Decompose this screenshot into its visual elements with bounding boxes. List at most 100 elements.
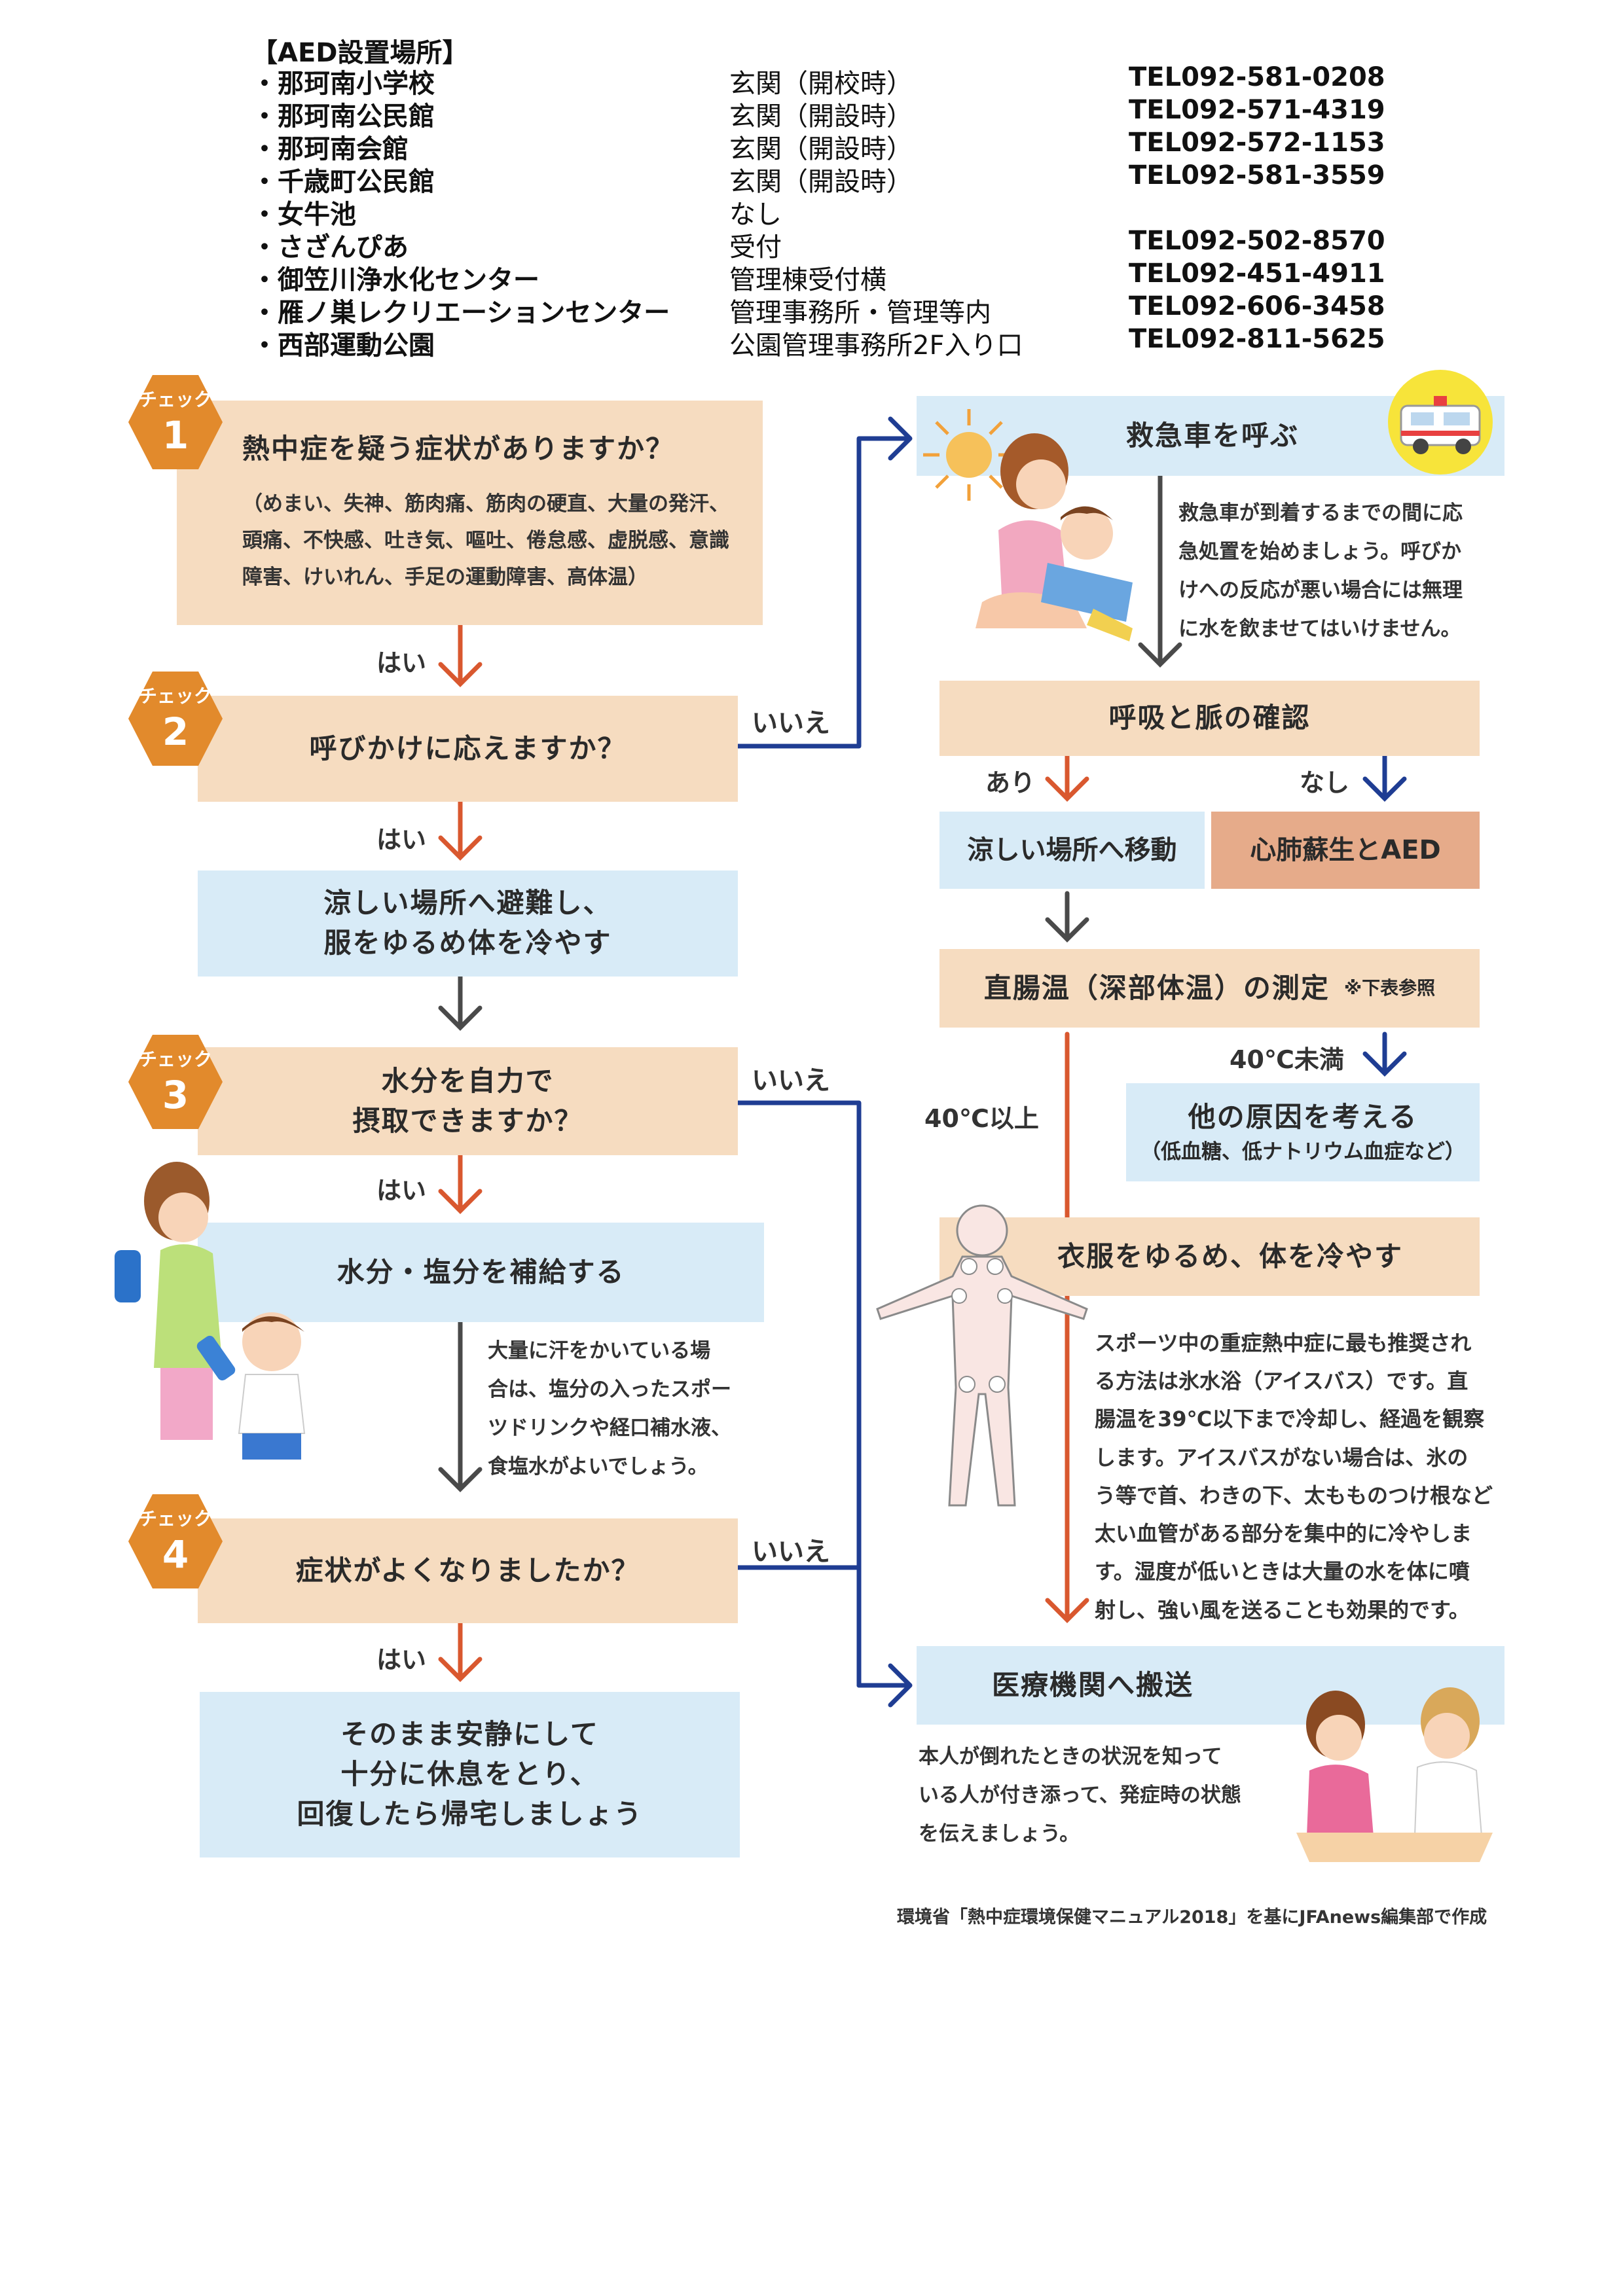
check1-box: 熱中症を疑う症状がありますか？ （めまい、失神、筋肉痛、筋肉の硬直、大量の発汗、… [177,401,763,625]
aed-location-tel: TEL092-571-4319 [1129,95,1385,125]
breath-check-box: 呼吸と脈の確認 [939,681,1480,756]
other-cause-title: 他の原因を考える [1188,1101,1418,1134]
doctor-consultation-illustration [1296,1687,1493,1862]
hospital-title: 医療機関へ搬送 [992,1668,1194,1701]
over-40-label: 40℃以上 [924,1104,1039,1133]
aed-location-place: 管理事務所・管理等内 [729,298,991,328]
svg-text:チェック: チェック [139,1049,212,1070]
aed-location-place: 管理棟受付横 [729,265,886,295]
aed-location-tel: TEL092-451-4911 [1129,259,1385,289]
yes-label: はい [376,825,427,854]
svg-text:2: 2 [162,709,189,754]
svg-text:4: 4 [162,1532,189,1577]
hydrate-note: 大量に汗をかいている場 合は、塩分の入ったスポー ツドリンクや経口補水液、 食塩… [488,1339,731,1479]
aed-location-place: 玄関（開設時） [729,134,913,164]
svg-text:1: 1 [162,413,189,457]
under-40-label: 40℃未満 [1230,1045,1344,1074]
cool-down-line1: 涼しい場所へ避難し、 [323,887,612,920]
loosen-box: 衣服をゆるめ、体を冷やす [939,1217,1480,1296]
hydrate-title: 水分・塩分を補給する [337,1255,625,1288]
check2-box: 呼びかけに応えますか？ [198,696,738,802]
aed-row: ・西部運動公園 公園管理事務所2F入り口 TEL092-811-5625 [251,324,1404,361]
next-arrows [438,473,1182,1492]
check4-badge: チェック 4 [128,1494,223,1588]
aed-location-place: 受付 [729,232,782,262]
aed-location-place: 公園管理事務所2F入り口 [729,331,1023,361]
right-blue-arrows [1362,753,1407,1077]
aed-location-tel: TEL092-572-1153 [1129,128,1385,158]
aed-row: ・千歳町公民館 玄関（開設時） TEL092-581-3559 [251,160,1404,197]
nashi-label: なし [1300,768,1350,797]
cpr-aed-title: 心肺蘇生とAED [1250,835,1441,865]
ambulance-title: 救急車を呼ぶ [1126,419,1300,452]
check4-box: 症状がよくなりましたか？ [198,1518,738,1623]
hospital-box: 医療機関へ搬送 [917,1646,1504,1725]
hospital-note: 本人が倒れたときの状況を知って いる人が付き添って、発症時の状態 を伝えましょう… [919,1745,1241,1846]
loosen-note: スポーツ中の重症熱中症に最も推奨され る方法は氷水浴（アイスバス）です。直 腸温… [1095,1331,1493,1623]
aed-location-name: ・那珂南小学校 [251,69,435,99]
aed-location-name: ・那珂南会館 [251,134,409,164]
cool-down-box: 涼しい場所へ避難し、 服をゆるめ体を冷やす [198,870,738,977]
right-red-arrows [1045,753,1089,1623]
aed-location-place: 玄関（開設時） [729,167,913,197]
move-cool-title: 涼しい場所へ移動 [967,835,1177,865]
check3-badge: チェック 3 [128,1035,223,1129]
check2-badge: チェック 2 [128,672,223,766]
aed-row: ・那珂南会館 玄関（開設時） TEL092-572-1153 [251,128,1404,164]
loosen-title: 衣服をゆるめ、体を冷やす [1057,1240,1404,1272]
yes-label: はい [376,1176,427,1205]
check3-line1: 水分を自力で [381,1064,555,1097]
aed-location-name: ・西部運動公園 [251,331,435,361]
aed-row: ・那珂南公民館 玄関（開設時） TEL092-571-4319 [251,95,1404,132]
rectal-temp-note: ※下表参照 [1343,977,1436,999]
move-cool-box: 涼しい場所へ移動 [939,812,1205,889]
sun-illustration [923,409,1015,501]
check1-symptom-line2: 頭痛、不快感、吐き気、嘔吐、倦怠感、虚脱感、意識 [242,529,729,553]
aed-location-tel: TEL092-581-3559 [1129,160,1385,190]
yes-label: はい [376,1645,427,1674]
no-label: いいえ [752,1537,830,1567]
rectal-temp-title: 直腸温（深部体温）の測定 [983,971,1330,1004]
check1-badge: チェック 1 [128,375,223,469]
aed-row: ・御笠川浄水化センター 管理棟受付横 TEL092-451-4911 [251,259,1404,295]
svg-text:チェック: チェック [139,389,212,410]
yes-arrows [438,622,483,1682]
aed-row: ・雁ノ巣レクリエーションセンター 管理事務所・管理等内 TEL092-606-345… [251,291,1404,328]
rectal-temp-box: 直腸温（深部体温）の測定 ※下表参照 [939,949,1480,1028]
cool-down-line2: 服をゆるめ体を冷やす [323,927,612,959]
aed-location-place: 玄関（開設時） [729,101,913,132]
check1-symptom-line3: 障害、けいれん、手足の運動障害、高体温） [242,565,648,589]
drinking-illustration [115,1162,306,1460]
yes-label: はい [376,649,427,677]
aed-location-name: ・女牛池 [251,200,356,230]
check3-line2: 摂取できますか？ [352,1104,583,1137]
aed-location-tel: TEL092-811-5625 [1129,324,1385,354]
breath-check-title: 呼吸と脈の確認 [1108,702,1311,734]
ari-label: あり [985,768,1036,797]
cpr-aed-box: 心肺蘇生とAED [1211,812,1480,889]
aed-location-tel: TEL092-606-3458 [1129,291,1385,321]
other-cause-box: 他の原因を考える （低血糖、低ナトリウム血症など） [1126,1083,1480,1181]
aed-location-name: ・千歳町公民館 [251,167,435,197]
aed-location-name: ・那珂南公民館 [251,101,435,132]
hydrate-box: 水分・塩分を補給する [198,1223,764,1322]
aed-location-name: ・雁ノ巣レクリエーションセンター [251,298,670,328]
aed-location-place: なし [729,200,782,230]
check3-box: 水分を自力で 摂取できますか？ [198,1047,738,1155]
svg-text:3: 3 [162,1073,189,1117]
ambulance-note: 救急車が到着するまでの間に応 急処置を始めましょう。呼びか けへの反応が悪い場合… [1178,501,1463,641]
check1-symptom-line1: （めまい、失神、筋肉痛、筋肉の硬直、大量の発汗、 [242,492,729,516]
no-connectors [735,416,913,1708]
other-cause-sub: （低血糖、低ナトリウム血症など） [1140,1139,1465,1164]
aed-location-place: 玄関（開校時） [729,69,913,99]
no-label: いいえ [752,1066,830,1096]
rest-box: そのまま安静にして 十分に休息をとり、 回復したら帰宅しましょう [200,1692,740,1857]
ambulance-illustration [1388,370,1493,475]
mother-child-illustration [976,433,1133,641]
aed-location-name: ・御笠川浄水化センター [251,265,539,295]
aed-location-tel: TEL092-502-8570 [1129,226,1385,256]
source-credit: 環境省「熱中症環境保健マニュアル2018」を基にJFAnews編集部で作成 [897,1907,1487,1928]
svg-text:チェック: チェック [139,1508,212,1530]
aed-row: ・那珂南小学校玄関（開校時）TEL092-581-0208 [251,62,1404,99]
aed-title: 【AED設置場所】 [251,38,469,68]
